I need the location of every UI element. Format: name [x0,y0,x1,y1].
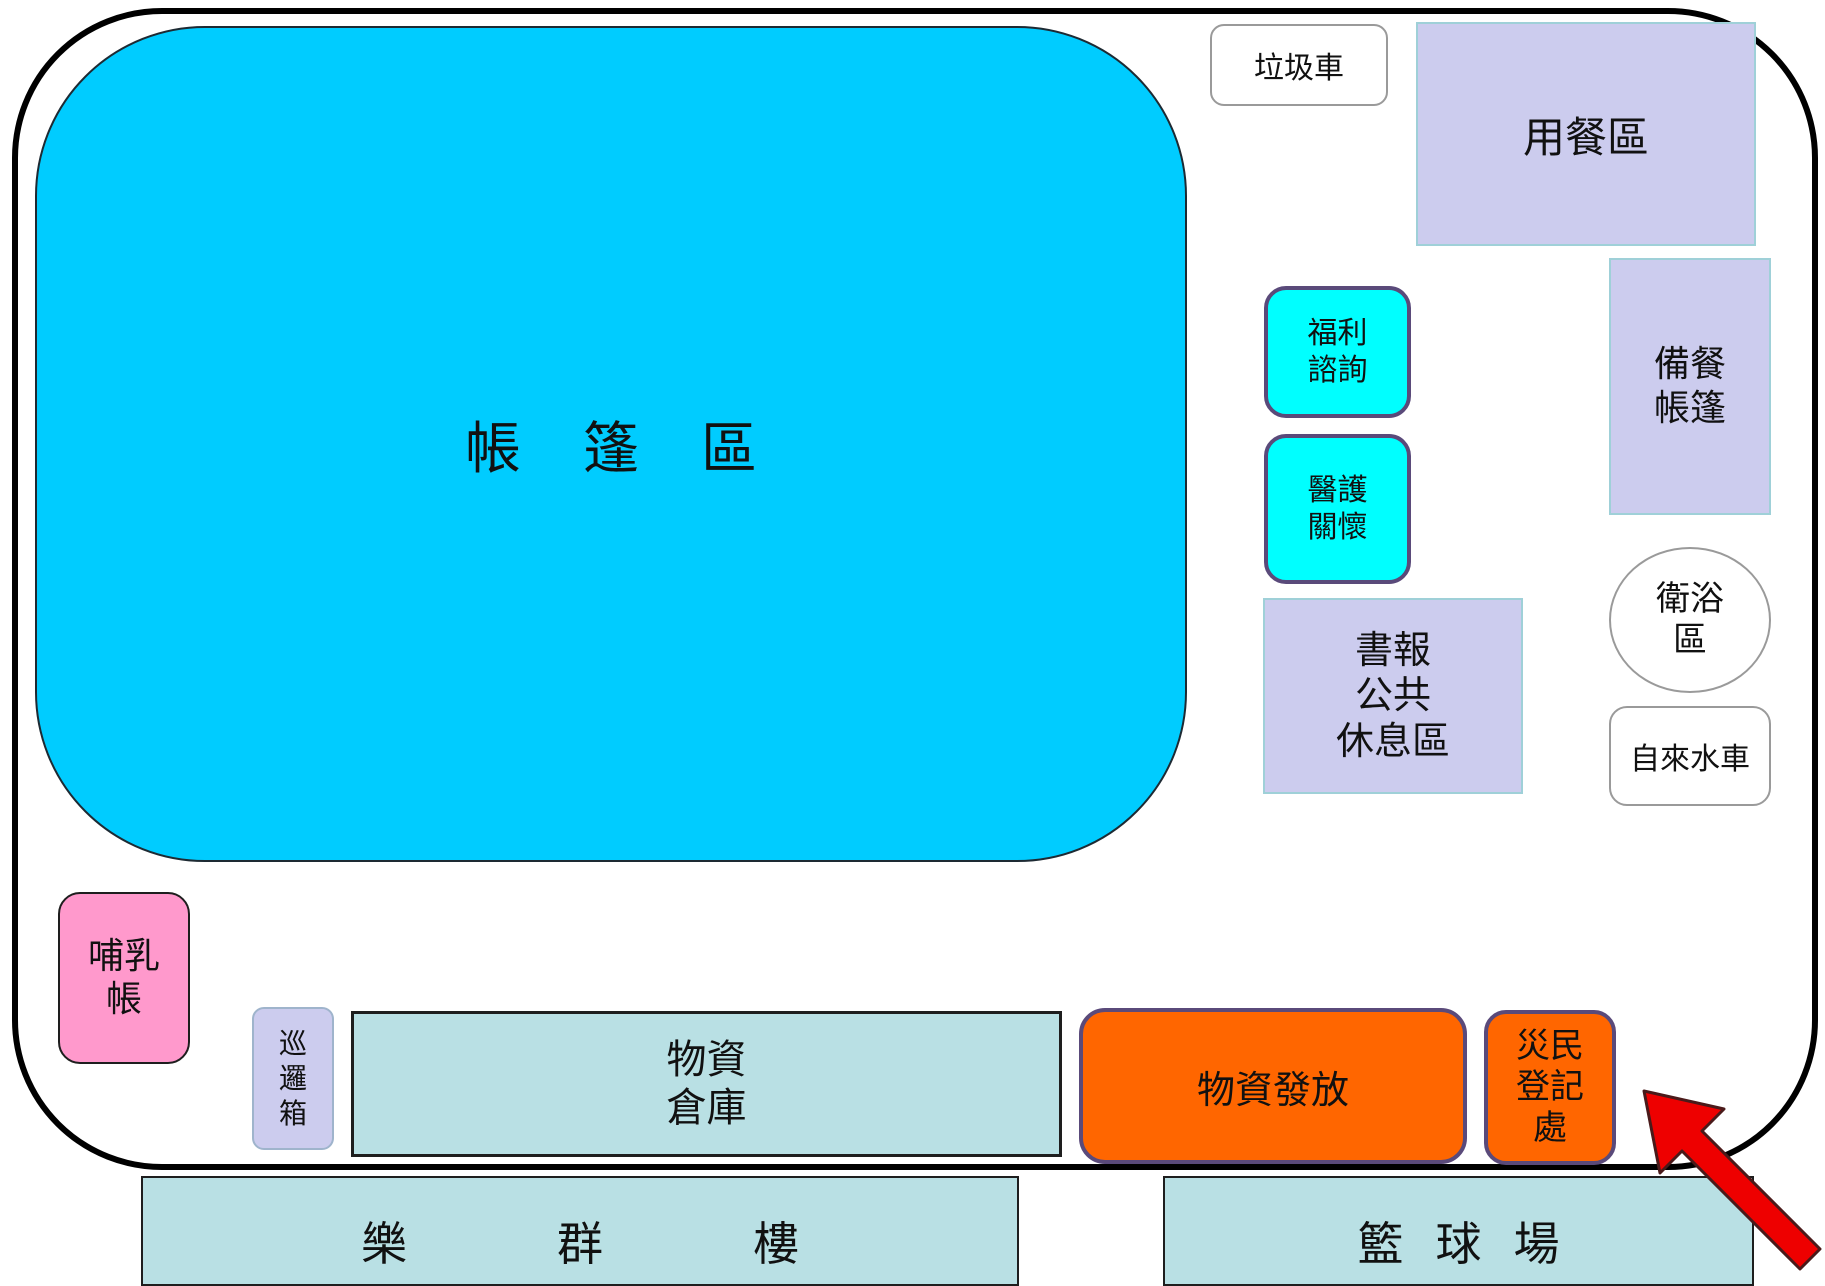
reading-rest-area-label: 書報 公共 休息區 [1335,627,1450,763]
reading-rest-area: 書報 公共 休息區 [1263,598,1523,794]
water-truck: 自來水車 [1609,706,1771,806]
victim-registration-label: 災民 登記 處 [1516,1026,1584,1148]
bathroom-area-label: 衛浴 區 [1656,579,1724,660]
entrance-arrow-icon [1642,1089,1822,1271]
supply-distribution-label: 物資發放 [1196,1067,1349,1112]
victim-registration: 災民 登記 處 [1484,1010,1616,1165]
dining-area: 用餐區 [1416,22,1756,246]
tent-area: 帳篷區 [35,26,1187,862]
basketball-court: 籃球場 [1163,1176,1754,1286]
welfare-consultation: 福利 諮詢 [1264,286,1411,418]
meal-prep-tent-label: 備餐 帳篷 [1653,344,1726,429]
trash-truck: 垃圾車 [1210,24,1388,106]
dining-area-label: 用餐區 [1522,112,1649,162]
nursing-tent: 哺乳 帳 [58,892,190,1064]
supply-distribution: 物資發放 [1079,1008,1467,1164]
lequn-building-label: 樂群樓 [361,1217,949,1271]
supply-warehouse-label: 物資 倉庫 [666,1037,747,1131]
nursing-tent-label: 哺乳 帳 [87,935,160,1020]
patrol-box: 巡 邏 箱 [252,1007,334,1150]
basketball-court-label: 籃球場 [1357,1217,1592,1271]
meal-prep-tent: 備餐 帳篷 [1609,258,1771,515]
lequn-building: 樂群樓 [141,1176,1019,1286]
medical-care-label: 醫護 關懷 [1307,472,1368,546]
medical-care: 醫護 關懷 [1264,434,1411,584]
bathroom-area: 衛浴 區 [1609,547,1771,693]
patrol-box-label: 巡 邏 箱 [278,1027,307,1130]
water-truck-label: 自來水車 [1630,742,1750,777]
trash-truck-label: 垃圾車 [1254,51,1344,86]
supply-warehouse: 物資 倉庫 [351,1011,1062,1157]
welfare-consultation-label: 福利 諮詢 [1307,315,1368,389]
tent-area-label: 帳篷區 [465,416,819,482]
